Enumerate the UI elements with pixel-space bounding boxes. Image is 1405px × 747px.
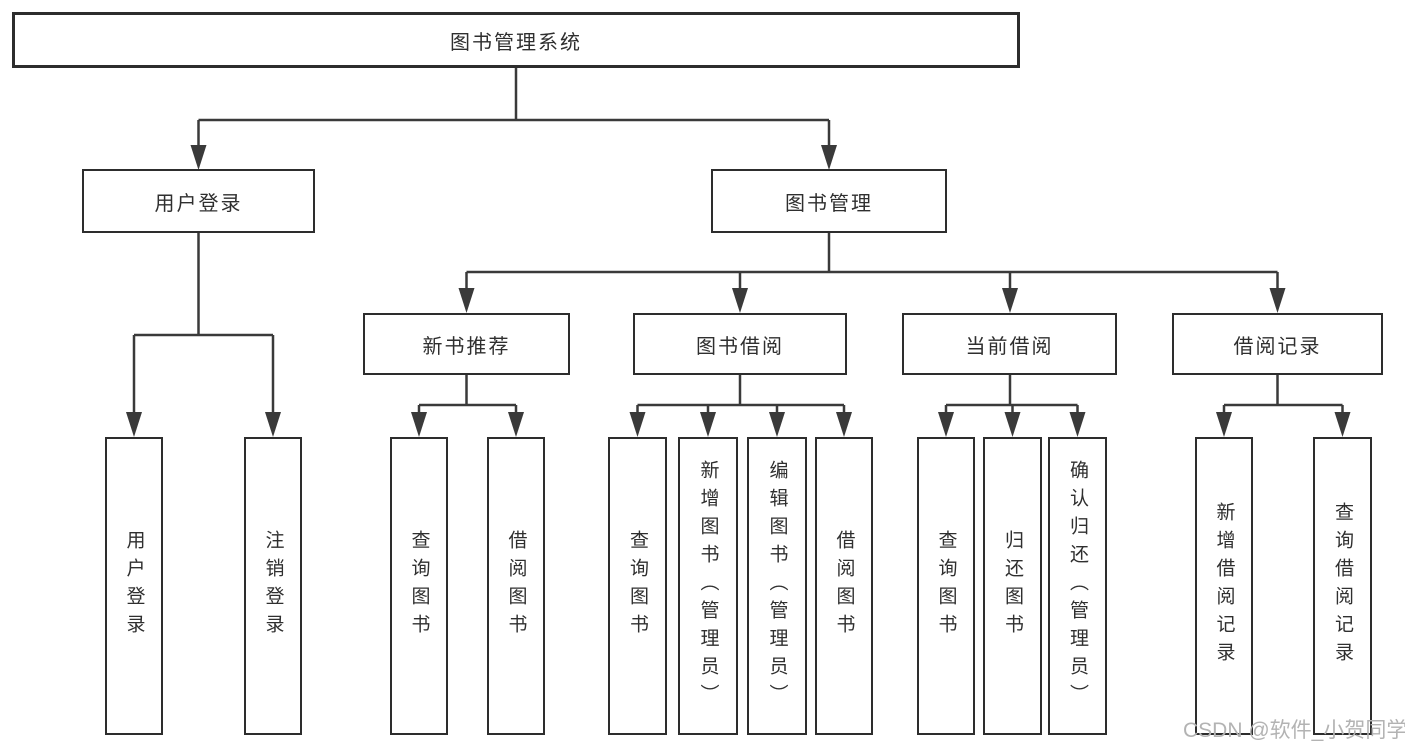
node-leaf-query-books-current: 查询图书 xyxy=(917,437,975,735)
node-leaf-query-borrow-record: 查询借阅记录 xyxy=(1313,437,1372,735)
node-leaf-edit-book-admin: 编辑图书（管理员） xyxy=(747,437,807,735)
arrowheads xyxy=(126,145,1351,437)
node-user-login: 用户登录 xyxy=(82,169,315,233)
node-leaf-confirm-return-admin: 确认归还（管理员） xyxy=(1048,437,1107,735)
node-borrowing-records: 借阅记录 xyxy=(1172,313,1383,375)
node-leaf-query-books-borrowing: 查询图书 xyxy=(608,437,667,735)
node-leaf-add-book-admin: 新增图书（管理员） xyxy=(678,437,738,735)
node-leaf-logout: 注销登录 xyxy=(244,437,302,735)
node-new-book-recommendation: 新书推荐 xyxy=(363,313,570,375)
node-leaf-borrow-books-recommend: 借阅图书 xyxy=(487,437,545,735)
node-book-management: 图书管理 xyxy=(711,169,947,233)
node-leaf-add-borrow-record: 新增借阅记录 xyxy=(1195,437,1253,735)
node-leaf-user-login: 用户登录 xyxy=(105,437,163,735)
node-book-borrowing: 图书借阅 xyxy=(633,313,847,375)
node-leaf-borrow-books-borrowing: 借阅图书 xyxy=(815,437,873,735)
node-leaf-return-book: 归还图书 xyxy=(983,437,1042,735)
node-root: 图书管理系统 xyxy=(12,12,1020,68)
node-current-borrowing: 当前借阅 xyxy=(902,313,1117,375)
connector-path xyxy=(132,68,1344,415)
csdn-watermark: CSDN @软件_小贺同学 xyxy=(1183,719,1405,742)
node-leaf-query-books-recommend: 查询图书 xyxy=(390,437,448,735)
